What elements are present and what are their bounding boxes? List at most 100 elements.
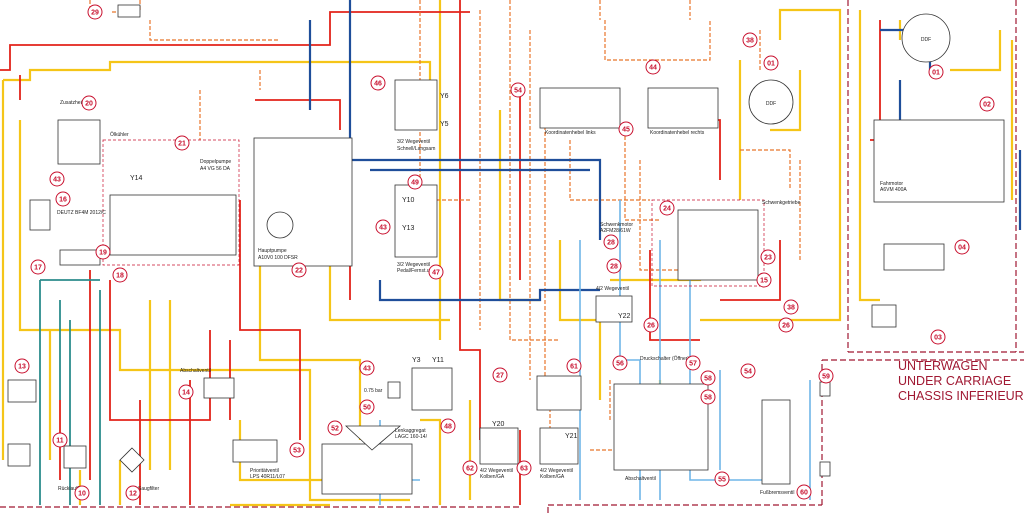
valve-63-label: 4/2 Wegeventil [540,468,573,474]
callout-number-44: 44 [649,65,657,72]
drive-motor-label: Fahrmotor [880,181,903,187]
return-filter-label: Rücklauffilter [58,486,87,492]
callout-43 [49,171,65,187]
suction-filter-label: Saugfilter [138,486,159,492]
callout-50 [359,399,375,415]
callout-number-43b: 43 [379,225,387,232]
callout-number-26: 26 [782,323,790,330]
callout-02 [979,96,995,112]
callout-number-22: 22 [295,268,303,275]
callout-number-43: 43 [53,177,61,184]
y5-label: Y5 [440,121,449,128]
foot-brake-label: Fußbremsventil [760,490,794,496]
callout-03 [930,329,946,345]
pressure-switch-label: Druckschalter (Öffner) [640,355,689,362]
drive-motor-spec: A6VM 400A [880,187,907,193]
cutoff2-label: Abschaltventil [625,476,656,482]
callout-58b [700,389,716,405]
swing-spec: A2FM28/61W [600,228,631,234]
callout-number-62: 62 [466,466,474,473]
callout-15 [756,272,772,288]
steering-wheel-icon [344,425,402,451]
callout-54 [740,363,756,379]
callout-61 [566,358,582,374]
callout-28b [606,258,622,274]
callout-17 [30,259,46,275]
callout-49 [407,174,423,190]
callout-10 [74,485,90,501]
callout-16 [55,191,71,207]
valve-48 [411,367,453,411]
callout-number-59: 59 [822,374,830,381]
swing-gear [677,209,759,281]
callout-01b [928,64,944,80]
callout-52 [327,420,343,436]
main-pump-label: Hauptpumpe [258,248,287,254]
callout-55 [714,471,730,487]
swing-gear-label: Schwenkgetriebe [762,200,801,206]
pump-caption: Ölkühler [110,131,129,138]
callout-19 [95,244,111,260]
pump-label: Doppelpumpe [200,159,231,165]
callout-number-48: 48 [444,424,452,431]
suction-filter [119,447,145,473]
cutoff-label: Abschaltventil [180,368,211,374]
valve-26-label: 4/2 Wegeventil [596,286,629,292]
valve-46-sub: Schnell/Langsam [397,146,435,152]
callout-24 [659,200,675,216]
valve-47-label: 3/2 Wegeventil [397,262,430,268]
valve-61 [536,375,582,411]
pump-frame [102,139,240,266]
y21-label: Y21 [565,433,578,440]
valve-62 [479,427,519,465]
callout-number-01b: 01 [932,70,940,77]
callout-60 [796,484,812,500]
callout-26 [778,317,794,333]
axle-cylinder [871,304,897,328]
callout-48 [440,418,456,434]
rotary-joint [748,79,794,125]
y6-label: Y6 [440,93,449,100]
cutoff-valve-2 [613,383,709,471]
pressure-switch-59 [819,381,831,397]
region-title-de: UNTERWAGEN [898,359,988,373]
callout-54a [510,82,526,98]
callout-number-14: 14 [182,390,190,397]
callout-number-38b: 38 [787,305,795,312]
callout-number-20: 20 [85,101,93,108]
valve-63-sub: Kolben/GA [540,474,565,480]
callout-46 [370,75,386,91]
valve-46 [394,79,438,131]
heater-filter [7,443,31,467]
pump-spec: A4 VG 56 DA [200,166,231,172]
callout-44 [645,59,661,75]
y10-label: Y10 [402,197,415,204]
bar-label: 0.75 bar [364,388,383,394]
callout-18 [112,267,128,283]
callout-20 [81,95,97,111]
valve-63 [539,427,579,465]
callout-number-58: 58 [704,376,712,383]
callout-number-26b: 26 [647,323,655,330]
callout-number-61: 61 [570,364,578,371]
callout-number-38: 38 [746,38,754,45]
callout-14 [178,384,194,400]
callout-45 [618,121,634,137]
callout-number-17: 17 [34,265,42,272]
steering-spec: LAGC 160-14/ [395,434,428,440]
callout-11 [52,432,68,448]
lever-right [647,87,719,129]
callout-number-18: 18 [116,273,124,280]
callout-number-58b: 58 [704,395,712,402]
main-pump-motor [266,211,294,239]
callout-number-11: 11 [56,438,64,445]
callout-43b [375,219,391,235]
callout-number-45: 45 [622,127,630,134]
callout-number-43c: 43 [363,366,371,373]
cooler-valve [7,379,37,403]
steering-unit [321,443,413,495]
callout-number-02: 02 [983,102,991,109]
valve-62-label: 4/2 Wegeventil [480,468,513,474]
steering-label: Lenkaggregat [395,428,426,434]
